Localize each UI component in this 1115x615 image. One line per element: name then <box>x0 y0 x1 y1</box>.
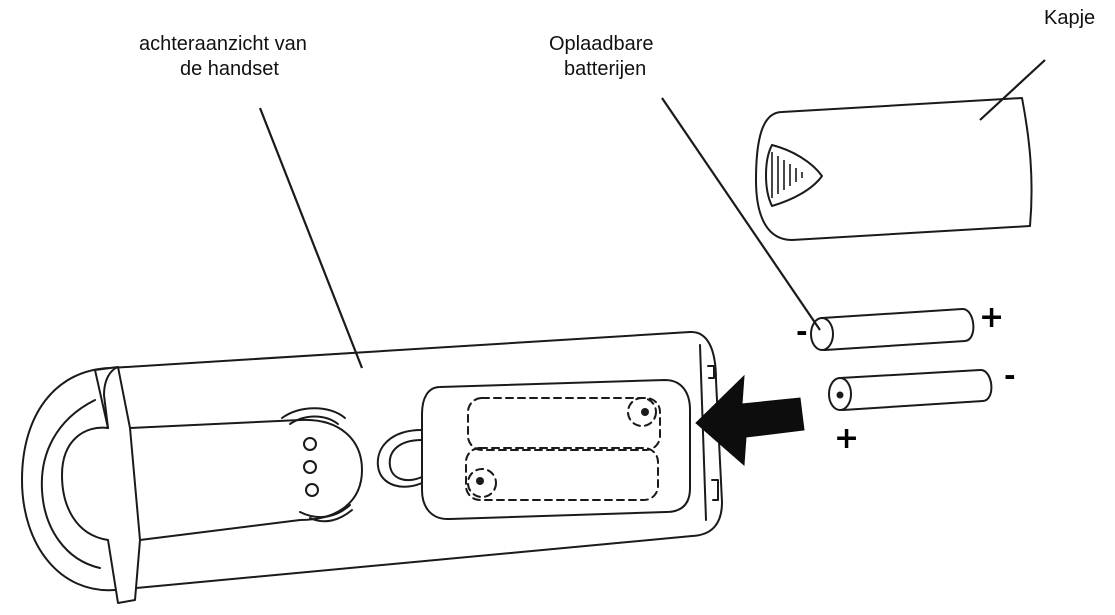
clip-hole <box>305 483 319 497</box>
label-handset-back-line2: de handset <box>180 58 279 80</box>
belt-clip-side <box>103 366 119 429</box>
battery-compartment <box>421 379 691 521</box>
battery-cover <box>755 97 1033 241</box>
label-batteries-line1: Oplaadbare <box>549 33 654 55</box>
clip-hole <box>303 437 317 451</box>
label-batteries-line2: batterijen <box>564 58 647 80</box>
battery-top-left-polarity: - <box>796 315 808 348</box>
hinge-ring <box>281 407 346 419</box>
grip-icon <box>765 144 823 207</box>
battery-slot-top <box>467 397 661 451</box>
battery-bottom-right-polarity: - <box>1004 359 1016 392</box>
clip-hole <box>303 460 317 474</box>
battery-bottom-left-polarity: + <box>834 421 860 456</box>
belt-clip <box>61 366 363 604</box>
leader-batteries <box>661 97 821 331</box>
insert-arrow-icon <box>695 374 805 467</box>
label-cover: Kapje <box>1044 7 1096 29</box>
battery-bottom <box>830 368 993 412</box>
label-handset-back-line1: achteraanzicht van <box>139 33 307 55</box>
battery-top-right-polarity: + <box>979 300 1005 335</box>
battery-slot-bottom <box>465 447 659 501</box>
battery-top <box>812 307 975 352</box>
leader-cover <box>979 59 1046 121</box>
handset-side-ridge <box>699 344 707 521</box>
lanyard-loop <box>376 429 425 488</box>
handset-inner-edge <box>40 399 101 569</box>
leader-handset <box>258 107 364 369</box>
